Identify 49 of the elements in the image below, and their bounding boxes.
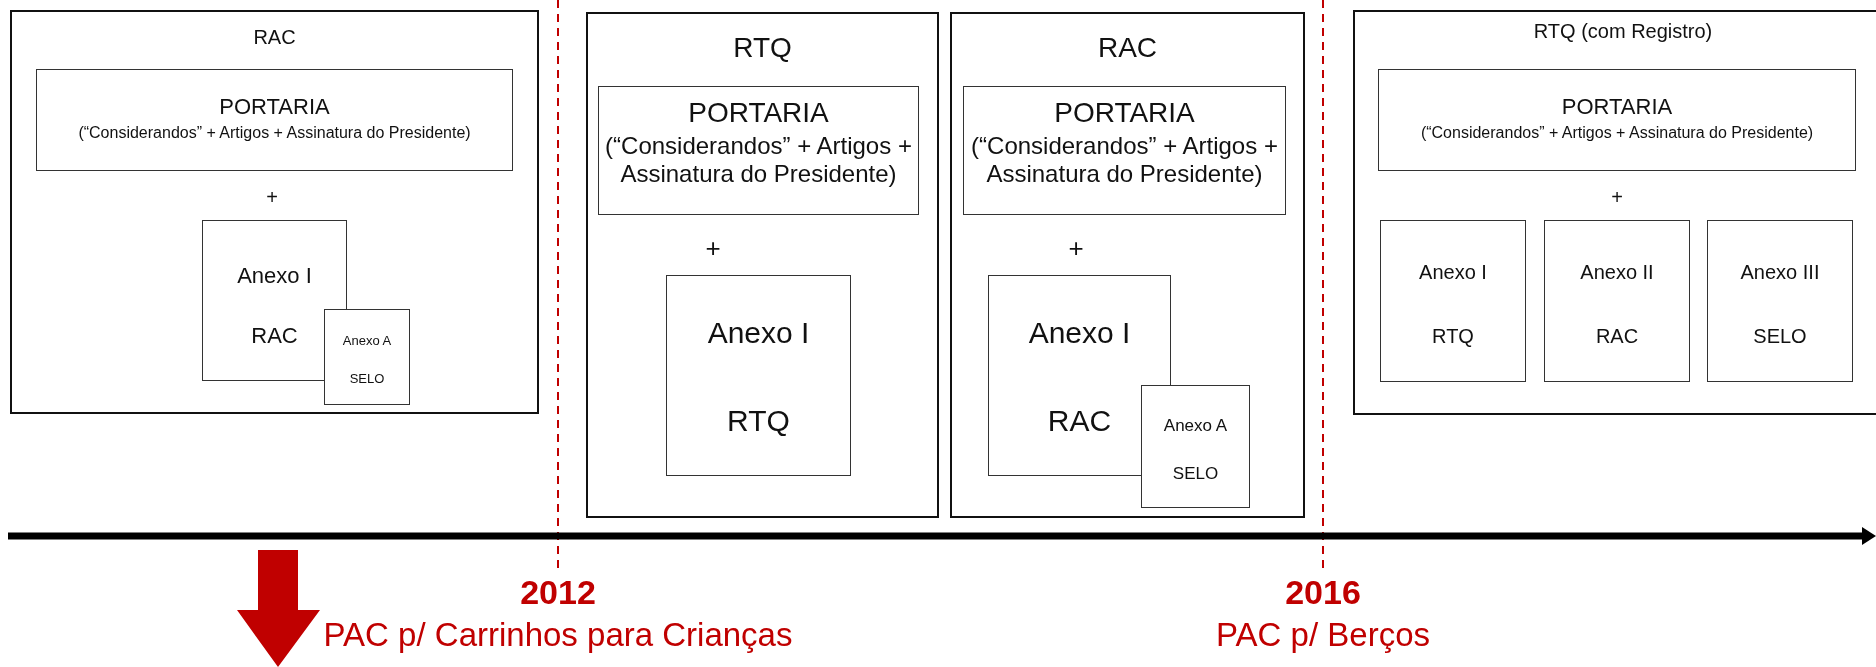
box-text: RAC [250, 323, 299, 349]
panel-heading: RTQ (com Registro) [1532, 20, 1714, 43]
box-text: (“Considerandos” + Artigos + Assinatura do Presidente) [970, 132, 1279, 188]
document-box [1141, 385, 1250, 508]
box-heading: Anexo I [236, 263, 313, 289]
box-heading: PORTARIA [1053, 97, 1196, 130]
document-panel [586, 12, 939, 518]
box-text: SELO [1752, 325, 1808, 348]
box-heading: Anexo III [1739, 261, 1821, 284]
box-text: RTQ [726, 404, 791, 439]
box-heading: Anexo I [1418, 261, 1488, 284]
panel-heading: RAC [1096, 32, 1159, 65]
box-text: RAC [1594, 325, 1640, 348]
document-box [324, 309, 410, 405]
panel-heading: RAC [252, 26, 297, 49]
box-heading: Anexo I [706, 316, 811, 351]
box-heading: Anexo I [1027, 316, 1132, 351]
document-box [1544, 220, 1690, 382]
document-box [598, 86, 919, 215]
box-text: (“Considerandos” + Artigos + Assinatura do Presidente) [605, 132, 912, 188]
box-heading: PORTARIA [1560, 94, 1674, 120]
document-panel [1353, 10, 1876, 415]
milestone-label: PAC p/ Berços [1216, 617, 1430, 654]
box-heading: Anexo A [341, 334, 393, 349]
plus-sign: + [266, 186, 278, 208]
box-text: (“Considerandos” + Artigos + Assinatura do Presidente) [1419, 124, 1815, 143]
document-box [1380, 220, 1526, 382]
document-panel [950, 12, 1305, 518]
document-box [36, 69, 513, 171]
box-text: RTQ [1431, 325, 1475, 348]
box-text: (“Considerandos” + Artigos + Assinatura do Presidente) [77, 124, 472, 143]
box-heading: Anexo II [1579, 261, 1655, 284]
year-label: 2016 [1285, 574, 1361, 612]
plus-sign: + [1611, 186, 1623, 208]
document-box [1378, 69, 1856, 171]
plus-sign: + [1068, 234, 1084, 263]
plus-sign: + [705, 234, 721, 263]
year-label: 2012 [520, 574, 596, 612]
box-text: SELO [348, 372, 386, 387]
document-box [963, 86, 1286, 215]
document-box [1707, 220, 1853, 382]
document-panel [10, 10, 539, 414]
box-heading: PORTARIA [687, 97, 830, 130]
box-text: SELO [1171, 464, 1220, 484]
milestone-label: PAC p/ Carrinhos para Crianças [323, 617, 793, 654]
box-heading: PORTARIA [218, 94, 331, 120]
document-box [666, 275, 851, 476]
box-heading: Anexo A [1162, 416, 1229, 436]
panel-heading: RTQ [732, 32, 793, 65]
